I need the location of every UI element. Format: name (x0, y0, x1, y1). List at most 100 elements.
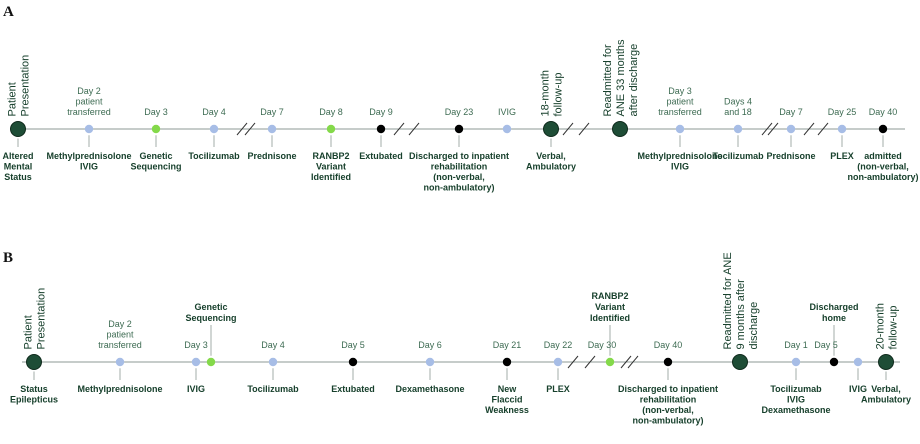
event-outcome-label: Methylprednisolone (77, 384, 162, 394)
event-marker-black (348, 357, 358, 367)
event-marker-black (663, 357, 673, 367)
event-marker-bright-green (605, 357, 615, 367)
event-marker-black (878, 124, 888, 134)
event-day-label: Day 7 (260, 107, 284, 117)
event-marker-light-blue (84, 124, 94, 134)
event-outcome-label: Tocilizumab (247, 384, 299, 394)
event-day-label: patient (106, 330, 134, 340)
event-result-label: Genetic (194, 302, 227, 312)
event-day-label: Day 40 (654, 340, 683, 350)
event-day-label: Day 4 (261, 340, 285, 350)
event-outcome-label: Prednisone (766, 151, 815, 161)
event-marker-light-blue (209, 124, 219, 134)
event-day-label: Day 22 (544, 340, 573, 350)
event-outcome-label: Discharged to inpatient (618, 384, 718, 394)
event-marker-light-blue (502, 124, 512, 134)
event-day-label: Days 4 (724, 97, 752, 107)
event-result-label: Sequencing (185, 313, 236, 323)
event-outcome-label: Tocilizumab (188, 151, 240, 161)
time-break-mark (620, 355, 639, 369)
event-marker-light-blue (853, 357, 863, 367)
event-marker-dark-green (10, 121, 26, 137)
event-outcome-label: Ambulatory (526, 162, 576, 172)
event-marker-light-blue (115, 357, 125, 367)
milestone-label: Patient (7, 82, 19, 116)
event-outcome-label: Extubated (331, 384, 375, 394)
milestone-label: after discharge (628, 44, 640, 117)
event-outcome-label: Ambulatory (861, 395, 911, 405)
event-outcome-label: Epilepticus (10, 395, 58, 405)
timeline-event: Discharged to inpatientrehabilitation(no… (409, 107, 509, 193)
event-day-label: patient (666, 97, 694, 107)
event-outcome-label: IVIG (787, 395, 805, 405)
event-result-label: Variant (595, 302, 625, 312)
event-marker-dark-green (543, 121, 559, 137)
event-day-label: transferred (98, 340, 142, 350)
event-outcome-label: IVIG (80, 162, 98, 172)
event-marker-dark-green (732, 354, 748, 370)
event-marker-light-blue (791, 357, 801, 367)
event-day-label: Day 7 (779, 107, 803, 117)
event-outcome-label: Dexamethasone (761, 405, 830, 415)
event-marker-black (376, 124, 386, 134)
event-outcome-label: IVIG (849, 384, 867, 394)
event-marker-bright-green (151, 124, 161, 134)
event-day-label: transferred (67, 107, 111, 117)
event-outcome-label: Weakness (485, 405, 529, 415)
milestone-label: Presentation (36, 288, 48, 350)
event-marker-bright-green (326, 124, 336, 134)
time-break-mark (562, 122, 590, 136)
event-day-label: Day 40 (869, 107, 898, 117)
event-day-label: Day 3 (668, 86, 692, 96)
time-break-mark (393, 122, 420, 136)
event-outcome-label: Altered (2, 151, 33, 161)
event-outcome-label: (non-verbal, (433, 172, 485, 182)
event-marker-black (502, 357, 512, 367)
event-day-label: IVIG (498, 107, 516, 117)
event-outcome-label: Variant (316, 162, 346, 172)
event-day-label: Day 23 (445, 107, 474, 117)
event-outcome-label: Tocilizumab (770, 384, 822, 394)
event-marker-black (829, 357, 839, 367)
event-day-label: Day 4 (202, 107, 226, 117)
event-marker-light-blue (553, 357, 563, 367)
event-day-label: and 18 (724, 107, 752, 117)
timeline-event: Prednisone Day 7 (766, 107, 815, 161)
event-marker-light-blue (837, 124, 847, 134)
event-marker-light-blue (425, 357, 435, 367)
timeline-event: Tocilizumab Day 4 (247, 340, 299, 394)
event-marker-dark-green (878, 354, 894, 370)
event-day-label: Day 2 (77, 86, 101, 96)
event-day-label: transferred (658, 107, 702, 117)
event-day-label: Day 6 (418, 340, 442, 350)
event-outcome-label: PLEX (830, 151, 854, 161)
event-result-label: home (822, 313, 846, 323)
event-marker-light-blue (733, 124, 743, 134)
milestone-label: 20-month (875, 303, 887, 349)
milestone-label: follow-up (888, 305, 900, 349)
time-break-mark (761, 122, 779, 136)
event-outcome-label: Tocilizumab (712, 151, 764, 161)
event-marker-light-blue (191, 357, 201, 367)
event-day-label: Day 3 (184, 340, 208, 350)
event-day-label: patient (75, 97, 103, 107)
